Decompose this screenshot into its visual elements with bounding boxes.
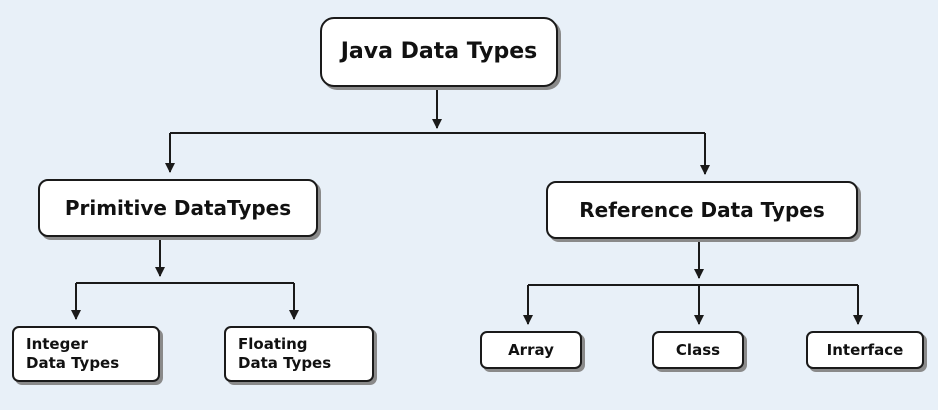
node-floating-data-types: Floating Data Types (224, 326, 374, 382)
node-label-line2: Data Types (238, 354, 332, 372)
node-label-group: Floating Data Types (238, 335, 331, 373)
node-integer-data-types: Integer Data Types (12, 326, 160, 382)
node-label-line1: Floating (238, 335, 308, 354)
node-class: Class (652, 331, 744, 369)
node-label: Interface (826, 340, 904, 359)
node-label: Primitive DataTypes (64, 195, 292, 220)
node-label: Reference Data Types (579, 197, 825, 222)
node-java-data-types: Java Data Types (320, 17, 558, 87)
node-label: Java Data Types (340, 39, 538, 65)
node-label: Array (508, 340, 554, 359)
node-label-group: Integer Data Types (26, 335, 119, 373)
node-label: Class (675, 340, 721, 359)
node-array: Array (480, 331, 582, 369)
node-label-line2: Data Types (26, 354, 120, 372)
node-label-line1: Integer (26, 335, 88, 354)
node-primitive-data-types: Primitive DataTypes (38, 179, 318, 237)
node-reference-data-types: Reference Data Types (546, 181, 858, 239)
node-interface: Interface (806, 331, 924, 369)
